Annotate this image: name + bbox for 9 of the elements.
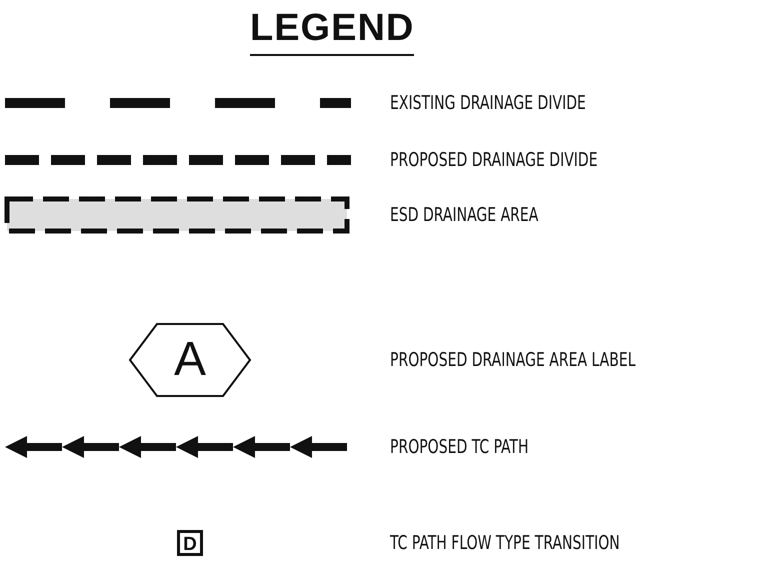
symbol-letter: D bbox=[183, 534, 197, 554]
legend-text: PROPOSED TC PATH bbox=[390, 436, 529, 458]
legend-text: ESD DRAINAGE AREA bbox=[390, 204, 538, 226]
legend-text: EXISTING DRAINAGE DIVIDE bbox=[390, 92, 586, 114]
legend-text: PROPOSED DRAINAGE AREA LABEL bbox=[390, 349, 636, 371]
symbol-letter: A bbox=[174, 336, 206, 384]
legend-title: LEGEND bbox=[250, 8, 414, 56]
legend-text: TC PATH FLOW TYPE TRANSITION bbox=[390, 532, 620, 554]
legend-text: PROPOSED DRAINAGE DIVIDE bbox=[390, 149, 598, 171]
